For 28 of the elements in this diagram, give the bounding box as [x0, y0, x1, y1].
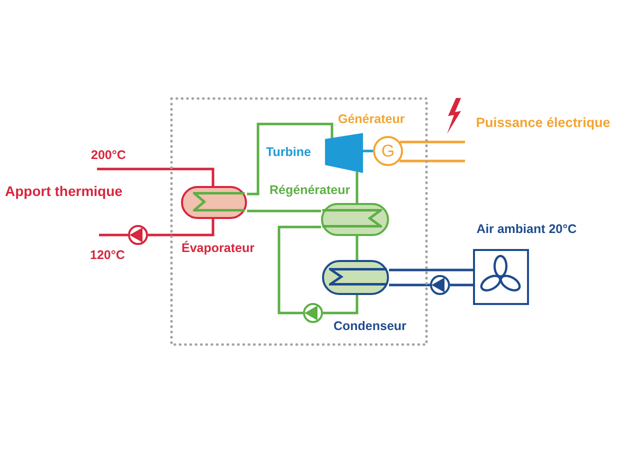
pipe-line — [97, 168, 214, 186]
pipe-line — [323, 295, 358, 314]
component-label: Régénérateur — [270, 182, 350, 198]
shaft-line — [363, 150, 373, 152]
pipe-line — [356, 236, 358, 260]
component-label: Turbine — [266, 145, 311, 160]
heat-input-label: Apport thermique — [5, 183, 122, 200]
pump-symbol — [303, 303, 323, 323]
power-line — [400, 140, 465, 144]
pipe-line — [389, 268, 473, 272]
pipe-line — [389, 284, 430, 286]
component-label: Générateur — [338, 112, 405, 127]
system-boundary — [170, 97, 428, 346]
power-output-label: Puissance électrique — [476, 114, 610, 131]
generator-letter: G — [381, 142, 395, 160]
pipe-line — [99, 234, 128, 236]
pump-symbol — [430, 275, 450, 295]
component-label: Évaporateur — [182, 240, 254, 256]
pipe-line — [278, 226, 321, 314]
component-label: Air ambiant 20°C — [476, 222, 577, 236]
pipe-line — [356, 172, 358, 203]
pipe-line — [148, 219, 214, 236]
pump-symbol — [128, 225, 148, 245]
pipe-line — [450, 284, 473, 286]
pipe-line — [247, 122, 334, 196]
component-label: Condenseur — [334, 318, 406, 334]
pipe-line — [247, 210, 321, 212]
power-line — [400, 160, 465, 162]
